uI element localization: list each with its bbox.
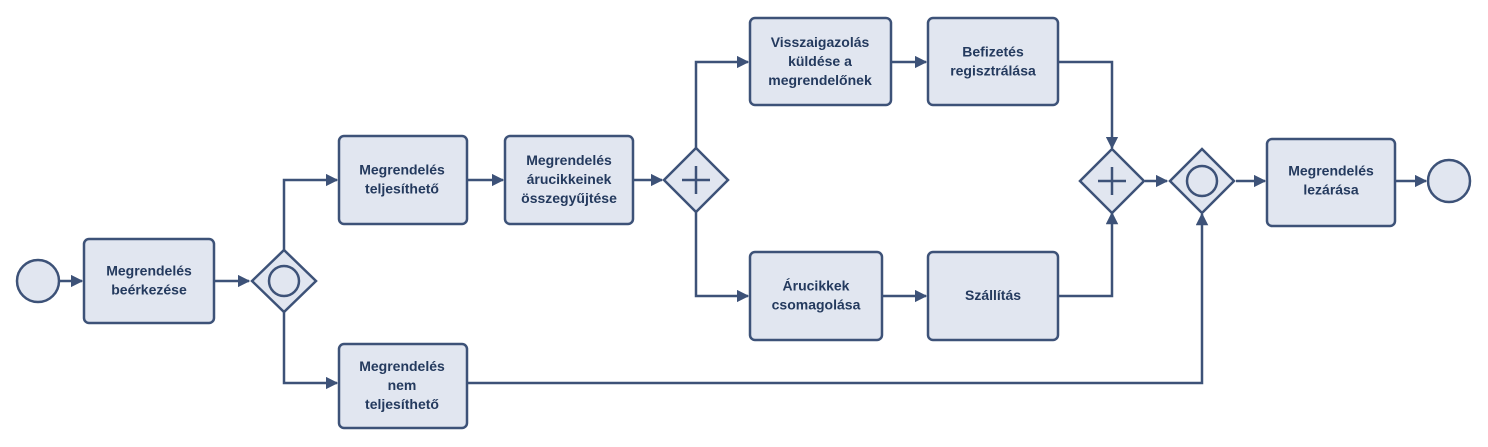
flow-not-feasible-to-merge [467,212,1209,385]
circle-marker-icon [1185,164,1219,198]
task-label-line: csomagolása [772,296,861,312]
flow-shipping-to-join [1058,211,1119,298]
task-order-received: Megrendelés beérkezése [82,237,216,325]
inclusive-gateway-merge [1168,147,1236,215]
task-label: Megrendelés lezárása [1288,162,1374,197]
task-shipping: Szállítás [926,250,1060,342]
task-label-line: Megrendelés [1288,162,1374,178]
task-label-line: beérkezése [111,281,187,297]
task-label-line: megrendelőnek [768,72,872,88]
task-close-order: Megrendelés lezárása [1265,137,1397,228]
task-label-line: teljesíthető [365,180,439,196]
circle-marker-icon [267,264,301,298]
task-label: Megrendelés beérkezése [106,262,192,297]
task-label-line: összegyűjtése [521,190,617,206]
task-label-line: Visszaigazolás [771,34,870,50]
task-register-payment: Befizetés regisztrálása [926,16,1060,107]
task-label-line: regisztrálása [950,62,1036,78]
task-label-line: Megrendelés [359,358,445,374]
start-event [15,258,61,304]
task-order-not-feasible: Megrendelés nem teljesíthető [337,342,469,430]
plus-marker-icon [1098,167,1126,195]
plus-marker-icon [682,166,710,194]
inclusive-gateway-feasibility [250,248,318,314]
task-order-feasible: Megrendelés teljesíthető [337,134,469,226]
task-label-line: lezárása [1303,181,1358,197]
task-label-line: árucikkeinek [527,171,612,187]
flow-parallel-to-packing [694,212,750,303]
task-pack-items: Árucikkek csomagolása [748,250,884,342]
task-label: Megrendelés nem teljesíthető [359,358,445,412]
task-label-line: Megrendelés [106,262,192,278]
parallel-gateway-split [662,146,730,214]
task-label: Visszaigazolás küldése a megrendelőnek [768,34,872,88]
task-label-line: küldése a [788,53,852,69]
task-send-confirmation: Visszaigazolás küldése a megrendelőnek [748,16,893,107]
end-event [1426,158,1472,204]
flow-gateway-to-feasible [282,173,339,250]
task-label-line: nem [388,377,417,393]
flow-payment-to-join [1058,60,1119,150]
parallel-gateway-join [1078,147,1146,215]
task-label-line: teljesíthető [365,396,439,412]
task-label: Árucikkek csomagolása [772,277,861,312]
task-label-line: Szállítás [965,287,1021,303]
task-label-line: Megrendelés [526,152,612,168]
task-label: Megrendelés teljesíthető [359,161,445,196]
task-collect-items: Megrendelés árucikkeinek összegyűjtése [503,134,635,226]
task-label: Szállítás [965,287,1021,303]
task-label-line: Árucikkek [783,277,850,293]
flow-parallel-to-confirm [694,55,750,148]
task-label: Befizetés regisztrálása [950,43,1036,78]
task-label: Megrendelés árucikkeinek összegyűjtése [521,152,617,206]
flow-gateway-to-not-feasible [282,312,339,390]
task-label-line: Megrendelés [359,161,445,177]
task-label-line: Befizetés [962,43,1024,59]
sequence-flows [60,55,1428,390]
